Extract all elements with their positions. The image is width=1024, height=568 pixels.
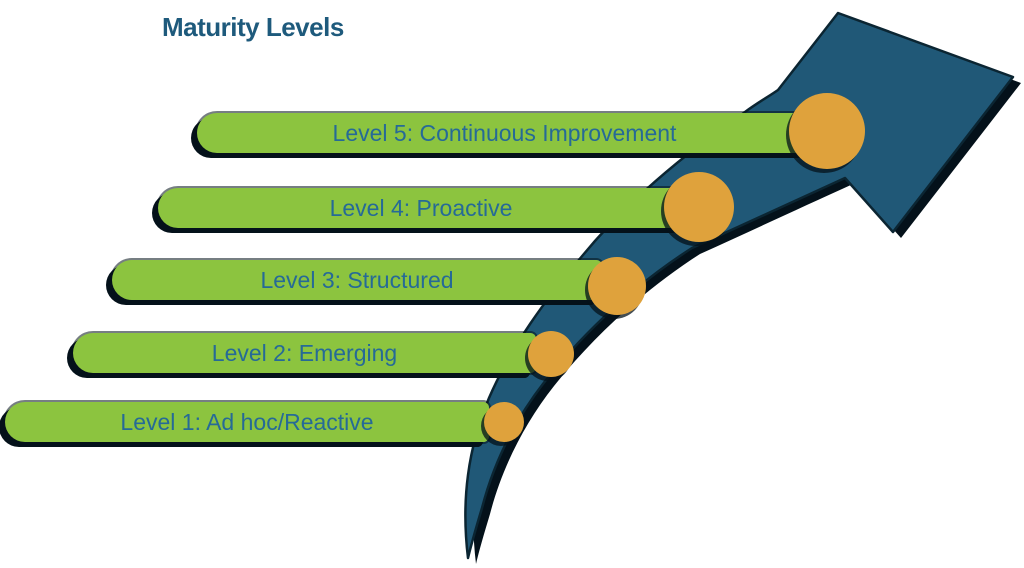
level-bar-3: Level 3: Structured	[112, 260, 602, 300]
milestone-dot-4	[664, 172, 734, 242]
level-bar-4: Level 4: Proactive	[158, 188, 684, 228]
level-bar-5-label: Level 5: Continuous Improvement	[332, 120, 677, 146]
milestone-dot-1	[484, 402, 524, 442]
level-bar-2-label: Level 2: Emerging	[211, 340, 398, 366]
level-bar-1: Level 1: Ad hoc/Reactive	[5, 402, 489, 442]
milestone-dot-2	[528, 331, 574, 377]
level-bar-5: Level 5: Continuous Improvement	[197, 113, 812, 153]
diagram-title: Maturity Levels	[162, 12, 344, 42]
level-bar-3-label: Level 3: Structured	[260, 267, 454, 293]
milestone-dot-3	[588, 257, 646, 315]
milestone-dot-5	[789, 93, 865, 169]
level-bar-1-label: Level 1: Ad hoc/Reactive	[120, 409, 374, 435]
level-bar-2: Level 2: Emerging	[73, 333, 536, 373]
level-bar-4-label: Level 4: Proactive	[329, 195, 513, 221]
